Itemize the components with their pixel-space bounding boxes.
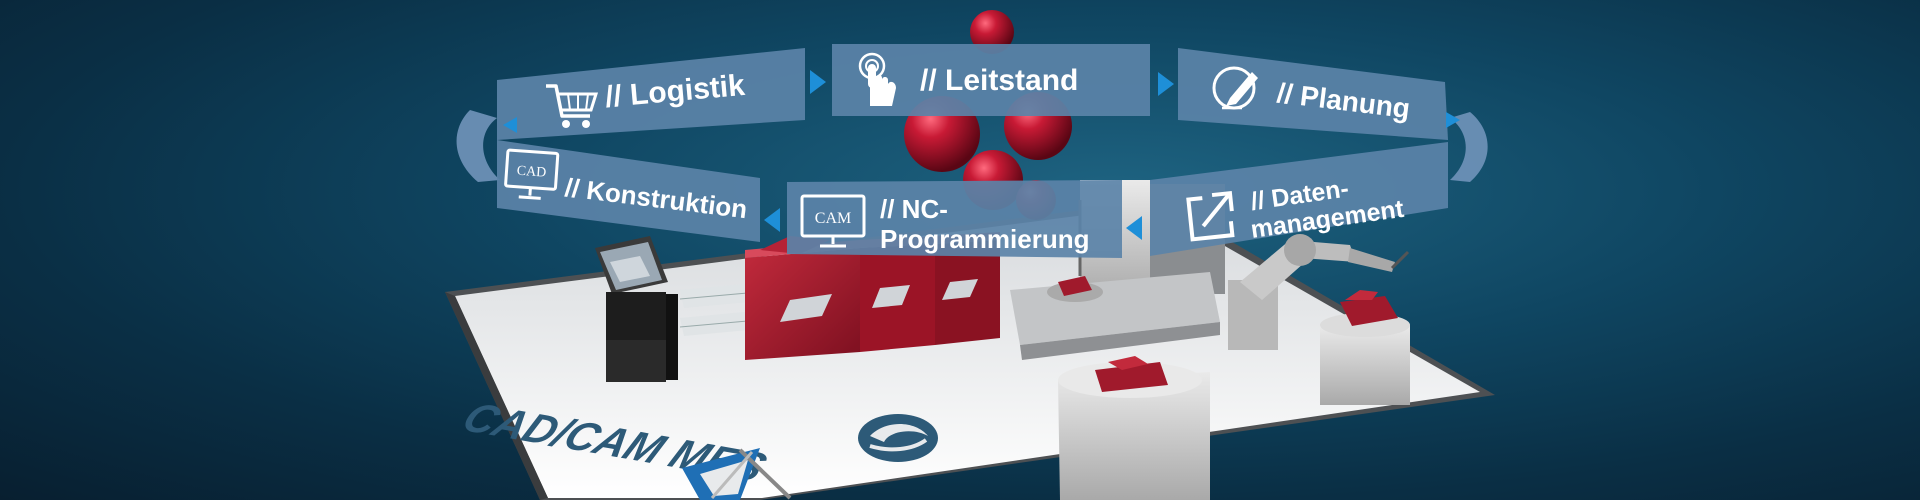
workpiece-pedestal	[1058, 356, 1210, 500]
robot-cell	[1228, 234, 1410, 405]
panel-konstruktion	[497, 140, 760, 242]
label-leitstand: // Leitstand	[920, 64, 1078, 97]
arrow-left-icon	[764, 208, 780, 232]
triangle-logo-icon	[682, 448, 792, 500]
arrow-left-icon	[1126, 216, 1142, 240]
label-nc-line2: Programmierung	[880, 224, 1090, 254]
pen-circle-icon	[1212, 66, 1258, 110]
cad-label: CAD	[516, 164, 547, 181]
touch-hand-icon	[858, 52, 896, 106]
external-link-icon	[1186, 190, 1235, 242]
panel-leitstand	[832, 44, 1150, 116]
arrow-up-icon	[503, 117, 517, 133]
arrow-right-icon	[1158, 72, 1174, 96]
panel-nc-programmierung	[787, 180, 1122, 258]
cam-label: CAM	[815, 210, 851, 227]
cad-monitor-icon: CAD	[504, 148, 560, 200]
arrow-right-icon	[810, 70, 826, 94]
cam-monitor-icon: CAM	[800, 194, 866, 248]
swirl-logo-icon	[858, 414, 938, 462]
process-ring-back	[456, 110, 1488, 182]
shopping-cart-icon	[546, 84, 599, 128]
arrow-down-icon	[1446, 112, 1460, 128]
panel-datenmanagement	[1150, 142, 1448, 256]
milling-machine	[1010, 180, 1225, 360]
cad-workstation	[595, 236, 678, 382]
process-ring-bottom	[497, 140, 1448, 258]
label-nc-line1: // NC-	[880, 194, 948, 224]
flow-arrows	[503, 70, 1460, 240]
